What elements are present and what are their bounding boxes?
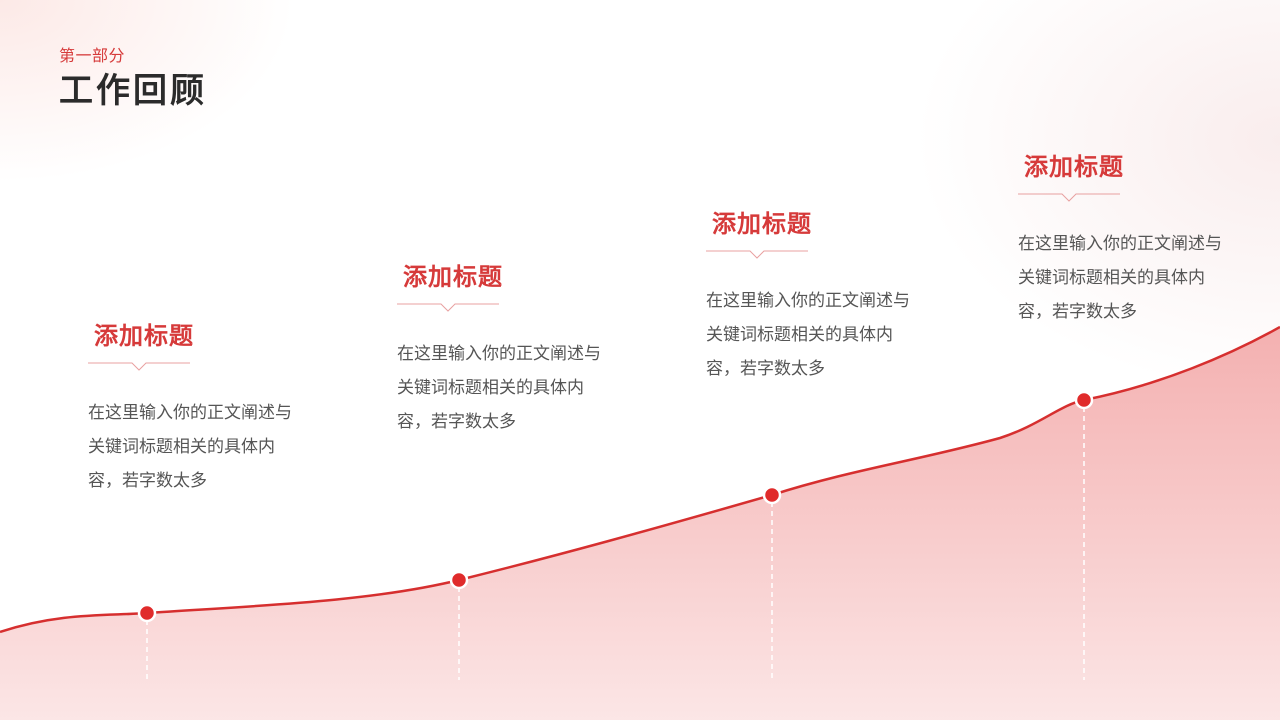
section-label: 第一部分 [59,46,126,65]
milestone-description: 在这里输入你的正文阐述与关键词标题相关的具体内容，若字数太多 [397,344,601,432]
milestone-card: 添加标题 在这里输入你的正文阐述与关键词标题相关的具体内容，若字数太多 [1018,151,1238,329]
milestone-description: 在这里输入你的正文阐述与关键词标题相关的具体内容，若字数太多 [88,403,292,491]
title-divider [88,362,190,374]
milestone-marker [449,570,469,680]
page-header: 第一部分 工作回顾 [59,44,207,114]
milestone-description: 在这里输入你的正文阐述与关键词标题相关的具体内容，若字数太多 [1018,234,1222,322]
title-divider [706,250,808,262]
milestone-title: 添加标题 [94,322,194,350]
title-divider [1018,193,1120,205]
milestone-marker [1074,390,1094,680]
milestone-title: 添加标题 [1024,153,1124,181]
page-title: 工作回顾 [59,71,207,111]
milestone-title: 添加标题 [712,210,812,238]
title-divider [397,303,499,315]
milestone-card: 添加标题 在这里输入你的正文阐述与关键词标题相关的具体内容，若字数太多 [88,320,308,498]
curve-area [0,327,1280,720]
milestone-marker [137,603,157,680]
milestone-description: 在这里输入你的正文阐述与关键词标题相关的具体内容，若字数太多 [706,291,910,379]
milestone-card: 添加标题 在这里输入你的正文阐述与关键词标题相关的具体内容，若字数太多 [706,208,926,386]
milestone-marker [762,485,782,680]
milestone-title: 添加标题 [403,263,503,291]
milestone-card: 添加标题 在这里输入你的正文阐述与关键词标题相关的具体内容，若字数太多 [397,261,617,439]
